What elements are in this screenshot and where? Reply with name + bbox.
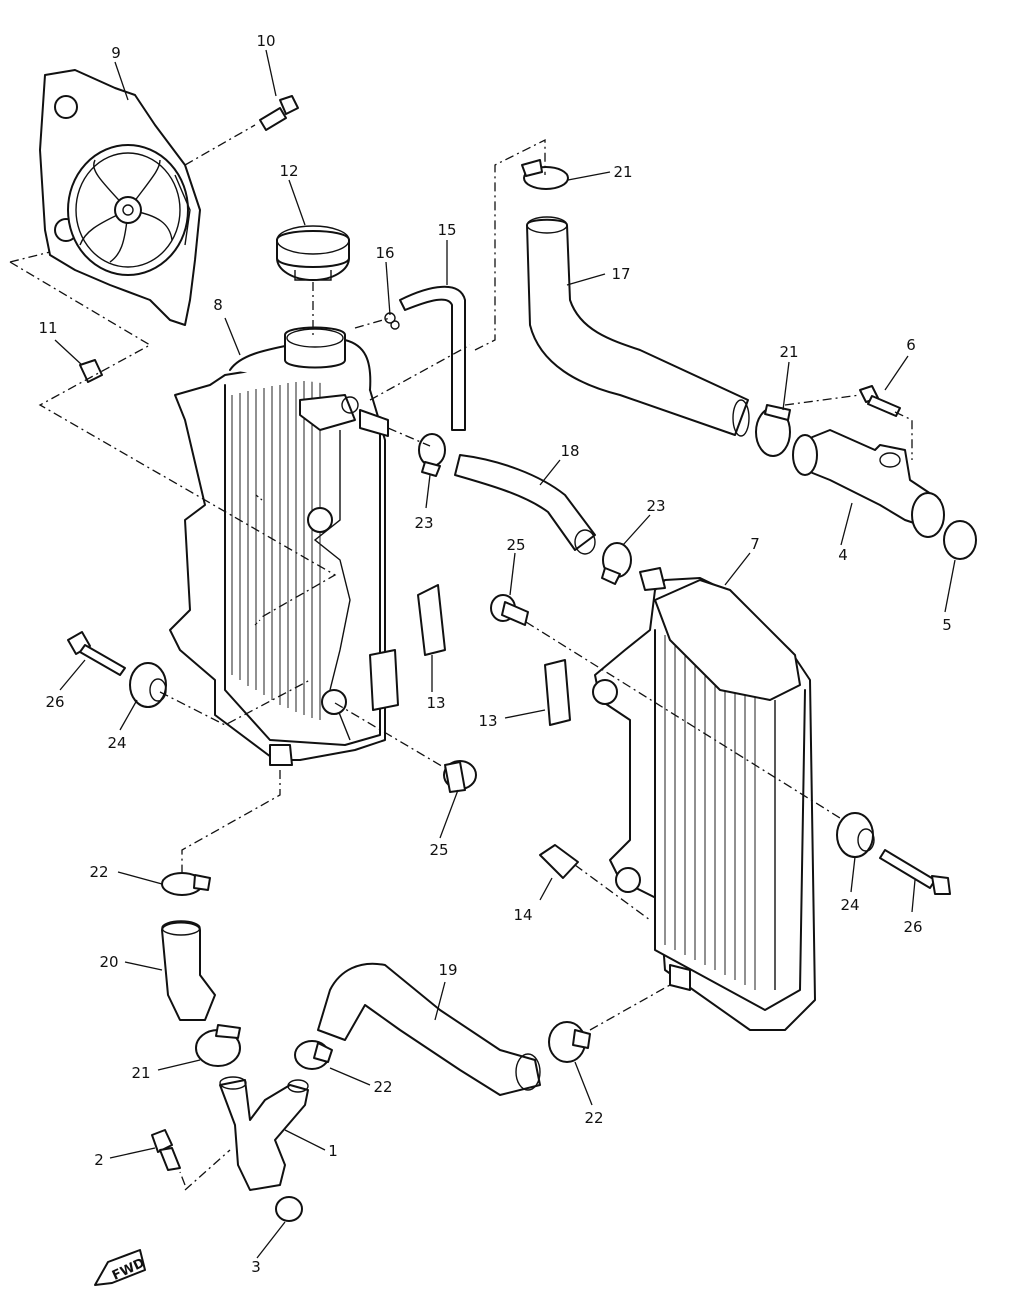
callout-3: 3 — [251, 1258, 261, 1276]
callout-10: 10 — [256, 32, 275, 50]
callout-21-top: 21 — [613, 163, 632, 181]
nut-11 — [79, 359, 103, 383]
bolt-26-left — [67, 631, 126, 676]
callout-12: 12 — [279, 162, 298, 180]
callout-13-left: 13 — [426, 694, 445, 712]
hose-clamp-21-bottom — [195, 1024, 241, 1067]
o-ring-3 — [275, 1196, 303, 1222]
callout-16: 16 — [375, 244, 394, 262]
rubber-strip-13-right — [544, 659, 571, 726]
hose-clamp-23-left — [418, 433, 446, 477]
water-pipe — [792, 429, 945, 538]
callout-22-mid: 22 — [373, 1078, 392, 1096]
pad-14 — [539, 844, 579, 879]
callout-7: 7 — [750, 535, 760, 553]
callout-2: 2 — [94, 1151, 104, 1169]
callout-22-right: 22 — [584, 1109, 603, 1127]
left-radiator — [169, 326, 399, 766]
hose-clamp-21-mid — [755, 404, 791, 457]
callout-23-right: 23 — [646, 497, 665, 515]
o-ring-5 — [943, 520, 977, 560]
bolt-2 — [151, 1129, 181, 1171]
callout-13-right: 13 — [478, 712, 497, 730]
collar-24-left — [129, 662, 167, 708]
hose-clamp-22-right — [548, 1021, 591, 1063]
callout-labels: 9 10 12 16 15 21 17 11 8 21 6 18 23 23 4… — [38, 32, 951, 1276]
callout-22-left: 22 — [89, 863, 108, 881]
callout-18: 18 — [560, 442, 579, 460]
hose-clamp-22-left — [161, 872, 211, 896]
callout-25-top: 25 — [506, 536, 525, 554]
callout-15: 15 — [437, 221, 456, 239]
bolt-10 — [259, 95, 299, 131]
callout-25-bottom: 25 — [429, 841, 448, 859]
callout-6: 6 — [906, 336, 916, 354]
right-radiator — [592, 567, 816, 1031]
assembly-lines — [9, 124, 913, 1191]
callout-19: 19 — [438, 961, 457, 979]
callout-21-mid: 21 — [779, 343, 798, 361]
fwd-arrow-icon: FWD — [94, 1249, 147, 1286]
callout-24-left: 24 — [107, 734, 126, 752]
hose-18 — [454, 454, 596, 555]
hose-clamp-23-right — [601, 542, 632, 585]
callout-14: 14 — [513, 906, 532, 924]
upper-hose — [526, 216, 750, 437]
callout-21-bottom: 21 — [131, 1064, 150, 1082]
y-pipe — [219, 1076, 309, 1191]
collar-24-right — [836, 812, 875, 858]
hose-clamp-22-mid — [294, 1040, 333, 1070]
callout-17: 17 — [611, 265, 630, 283]
grommet-25-bottom — [443, 760, 477, 793]
rubber-strip-13-left — [417, 584, 446, 656]
callout-20: 20 — [99, 953, 118, 971]
callout-9: 9 — [111, 44, 121, 62]
callout-1: 1 — [328, 1142, 338, 1160]
callout-23-left: 23 — [414, 514, 433, 532]
bolt-6 — [859, 385, 901, 417]
bolt-26-right — [879, 849, 951, 895]
callout-11: 11 — [38, 319, 57, 337]
clip-16 — [384, 312, 400, 330]
callout-26-right: 26 — [903, 918, 922, 936]
fan-assembly — [39, 69, 201, 326]
lower-hose — [317, 962, 541, 1096]
callout-5: 5 — [942, 616, 952, 634]
radiator-cap — [276, 225, 350, 281]
grommet-25-top — [490, 594, 529, 626]
callout-24-right: 24 — [840, 896, 859, 914]
breather-hose — [399, 285, 466, 431]
leader-lines — [54, 49, 956, 1259]
callout-26-left: 26 — [45, 693, 64, 711]
hose-20 — [161, 920, 216, 1021]
callout-8: 8 — [213, 296, 223, 314]
hose-clamp-21-top — [521, 159, 569, 190]
callout-4: 4 — [838, 546, 848, 564]
